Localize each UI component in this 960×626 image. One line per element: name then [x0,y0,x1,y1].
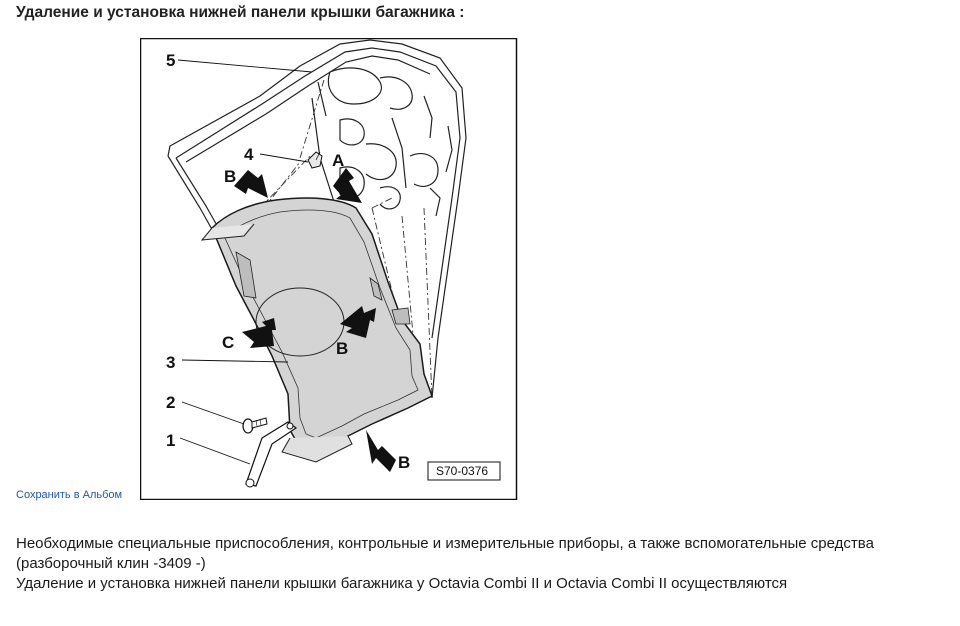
arrow-b-top [234,170,268,198]
panel-clip-lower [391,307,411,325]
strap-part-1 [245,421,298,488]
callout-c: C [222,333,234,352]
article-body: Необходимые специальные приспособления, … [16,534,951,594]
paragraph-tools: Необходимые специальные приспособления, … [16,535,874,572]
panel-left-flange [200,223,255,241]
callout-4: 4 [244,145,254,164]
arrow-b-middle [340,306,376,338]
clip-part-4 [307,151,323,169]
callout-2: 2 [166,393,175,412]
arrow-b-bottom [366,430,396,472]
callout-b-middle: B [336,339,348,358]
panel-bottom-lip [281,435,353,463]
arrow-a [333,168,362,203]
callout-a: A [332,151,344,170]
technical-illustration: 5 4 A B C B 3 2 1 B S70-0376 [140,38,518,500]
panel-clip-left [235,251,257,299]
screw-part-2 [242,417,268,434]
figure-code-box [427,461,501,481]
save-to-album-link[interactable]: Сохранить в Альбом [16,489,123,501]
panel-clip-right [369,277,383,301]
direction-arrows [234,168,396,472]
arrow-c [242,318,276,348]
callout-3: 3 [166,353,175,372]
callout-5: 5 [166,51,175,70]
paragraph-procedure: Удаление и установка нижней панели крышк… [16,575,788,592]
figure-code: S70-0376 [436,464,488,478]
callout-b-top: B [224,167,236,186]
callout-b-bottom: B [398,453,410,472]
page-title: Удаление и установка нижней панели крышк… [16,4,465,21]
trunk-lid-outline [167,39,467,399]
callout-1: 1 [166,431,175,450]
leader-lines [177,59,313,465]
lower-trunk-panel-rim [223,209,419,439]
illustration-svg: 5 4 A B C B 3 2 1 B S70-0376 [140,38,518,500]
